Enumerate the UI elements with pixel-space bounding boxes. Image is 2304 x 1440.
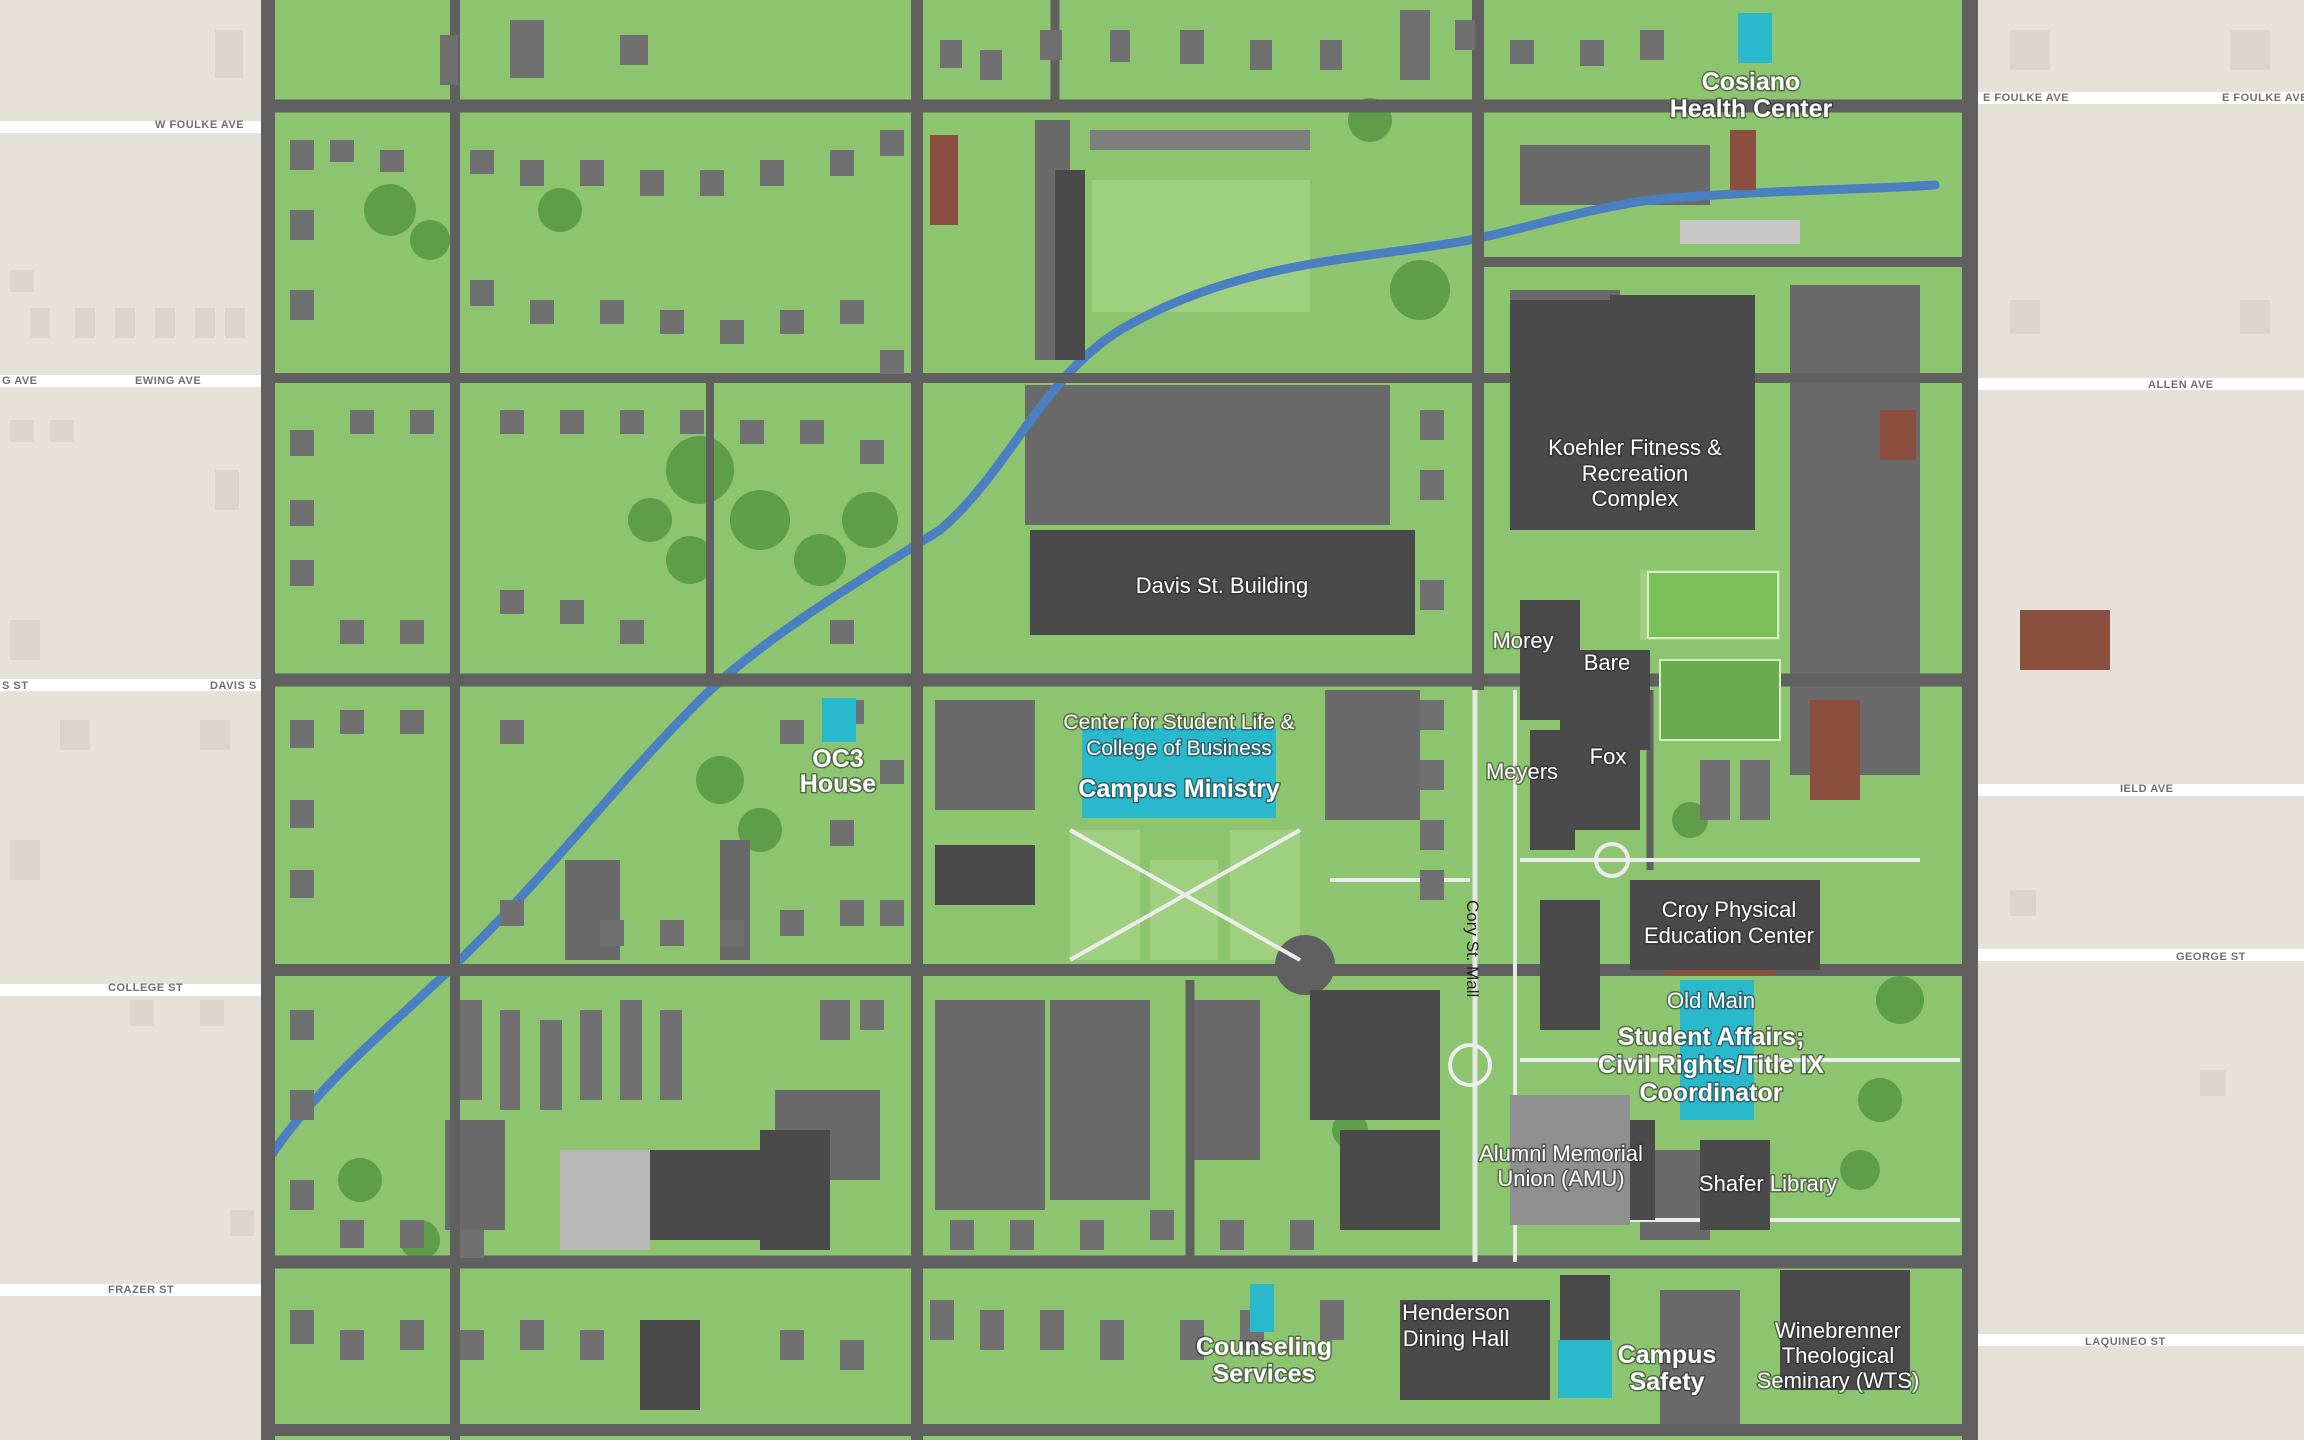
- street-davis-left: S ST: [2, 680, 28, 692]
- label-cosiano-2: Health Center: [1670, 95, 1833, 123]
- offmap-east: [1976, 0, 2304, 1440]
- building-labels: Cosiano Health Center Koehler Fitness & …: [798, 67, 1920, 1398]
- creek: [263, 180, 1940, 1165]
- street-davis: DAVIS S: [210, 680, 257, 692]
- label-wts-3: Seminary (WTS): [1757, 1368, 1920, 1393]
- cosiano-health-center-building[interactable]: [1738, 13, 1772, 63]
- label-morey: Morey: [1492, 628, 1553, 653]
- label-cosiano-1: Cosiano: [1702, 68, 1801, 96]
- residential-houses: [290, 10, 1910, 1370]
- street-college: COLLEGE ST: [108, 982, 183, 994]
- label-koehler-3: Complex: [1592, 486, 1679, 511]
- student-affairs-building[interactable]: [1680, 980, 1754, 1120]
- oc3-house-building[interactable]: [822, 698, 856, 742]
- label-croy-2: Education Center: [1644, 923, 1814, 948]
- label-koehler-2: Recreation: [1582, 461, 1688, 486]
- label-student-affairs-2: Civil Rights/Title IX: [1598, 1051, 1824, 1079]
- light-building: [560, 1150, 650, 1250]
- label-safety-1: Campus: [1618, 1341, 1717, 1369]
- label-cory-mall: Cory St. Mall: [1463, 900, 1482, 997]
- label-wts-2: Theological: [1782, 1343, 1895, 1368]
- label-safety-2: Safety: [1629, 1368, 1704, 1396]
- label-amu-2: Union (AMU): [1497, 1166, 1624, 1191]
- street-w-foulke: W FOULKE AVE: [155, 119, 244, 131]
- campus-ministry-building[interactable]: [1082, 728, 1276, 818]
- red-roof-houses: [930, 130, 2110, 975]
- label-koehler-1: Koehler Fitness &: [1548, 435, 1722, 460]
- street-ewing-left: G AVE: [2, 375, 38, 387]
- label-davis-building: Davis St. Building: [1136, 573, 1308, 598]
- highlighted-buildings: [822, 13, 1772, 1398]
- label-old-main: Old Main: [1667, 988, 1755, 1013]
- campus-safety-building[interactable]: [1558, 1340, 1612, 1398]
- label-shafer: Shafer Library: [1699, 1171, 1837, 1196]
- offmap-details: [10, 30, 2270, 1236]
- street-ewing: EWING AVE: [135, 375, 201, 387]
- tennis-courts: [1659, 659, 1781, 741]
- street-george: GEORGE ST: [2176, 951, 2246, 963]
- street-laquineo: LAQUINEO ST: [2085, 1336, 2166, 1348]
- label-student-affairs-3: Coordinator: [1639, 1079, 1782, 1107]
- amu-building: [1510, 1095, 1630, 1225]
- street-frazer: FRAZER ST: [108, 1284, 174, 1296]
- label-counseling-2: Services: [1213, 1360, 1316, 1388]
- street-allen: ALLEN AVE: [2148, 379, 2214, 391]
- label-csl-1: Center for Student Life &: [1063, 711, 1294, 734]
- street-labels: W FOULKE AVE E FOULKE AVE E FOULKE AVE E…: [2, 92, 2304, 1348]
- street-e-foulke-1: E FOULKE AVE: [1983, 92, 2069, 104]
- label-csl-2: College of Business: [1086, 737, 1272, 760]
- label-meyers: Meyers: [1486, 759, 1558, 784]
- label-oc3-1: OC3: [812, 745, 863, 773]
- label-bare: Bare: [1584, 650, 1630, 675]
- label-wts-1: Winebrenner: [1775, 1318, 1901, 1343]
- label-fox: Fox: [1590, 744, 1627, 769]
- offmap-streets: [0, 92, 2304, 1346]
- counseling-services-building[interactable]: [1250, 1284, 1274, 1332]
- label-croy-1: Croy Physical: [1662, 897, 1796, 922]
- light-building-2: [1680, 220, 1800, 244]
- campus-buildings: [635, 130, 1910, 1410]
- street-e-foulke-2: E FOULKE AVE: [2222, 92, 2304, 104]
- athletic-field: [1647, 571, 1779, 639]
- label-henderson-2: Dining Hall: [1403, 1326, 1509, 1351]
- label-counseling-1: Counseling: [1196, 1333, 1332, 1361]
- tree-clusters: [338, 98, 1924, 1260]
- label-student-affairs-1: Student Affairs;: [1618, 1023, 1805, 1051]
- label-oc3-2: House: [800, 770, 877, 798]
- label-henderson-1: Henderson: [1402, 1300, 1510, 1325]
- label-amu-1: Alumni Memorial: [1479, 1141, 1643, 1166]
- street-field: IELD AVE: [2120, 783, 2174, 795]
- label-campus-ministry: Campus Ministry: [1078, 775, 1280, 803]
